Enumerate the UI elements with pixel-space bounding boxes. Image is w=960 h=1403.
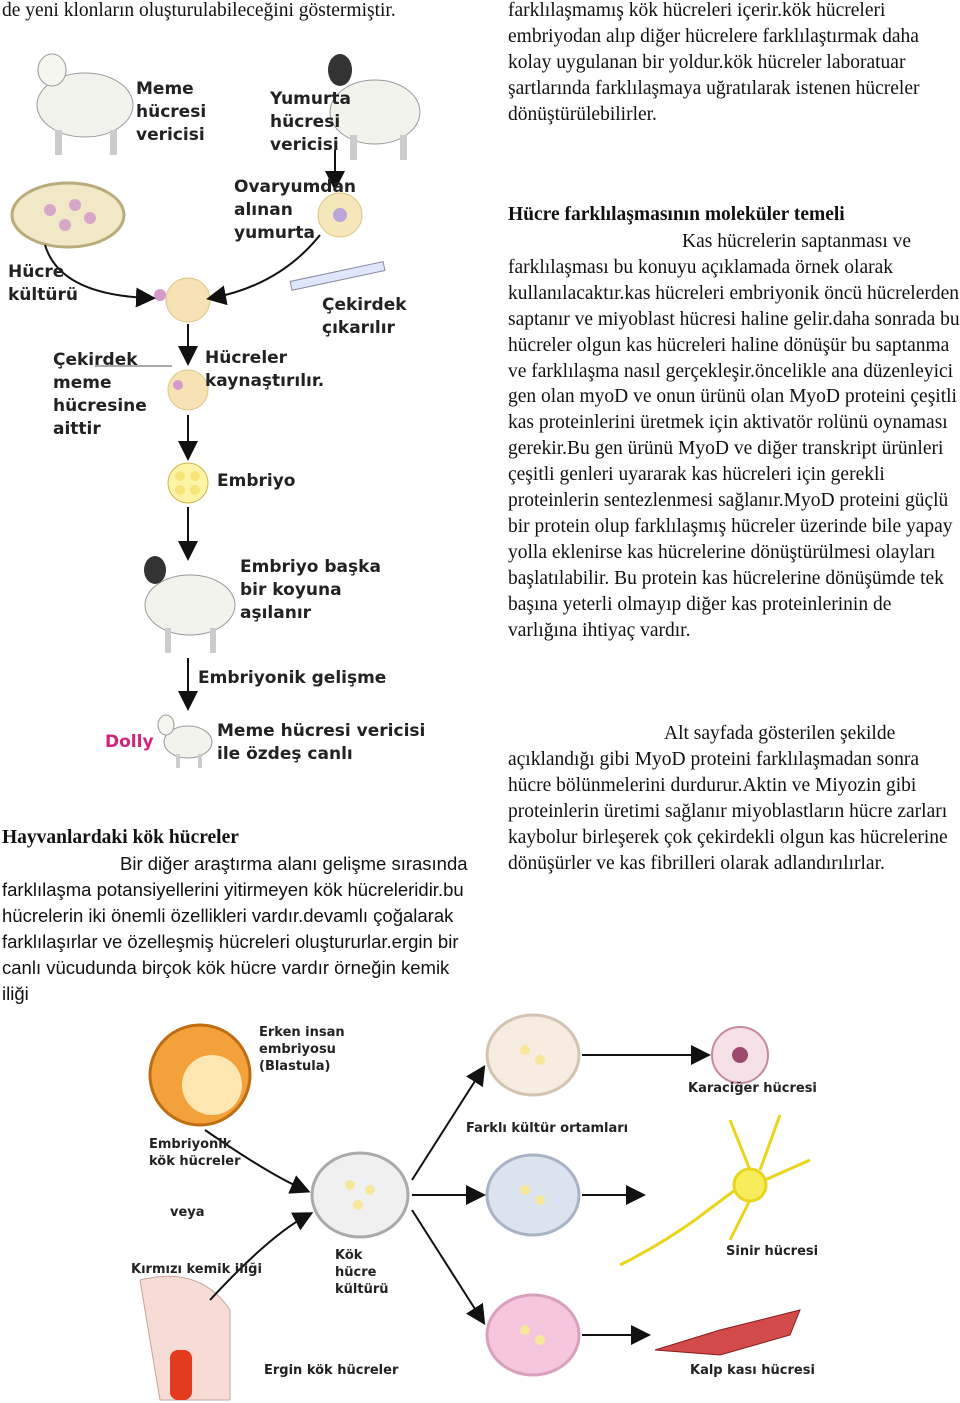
cells-fused-label: Hücreler kaynaştırılır.	[205, 348, 325, 391]
identical-label: Meme hücresi vericisi ile özdeş canlı	[217, 721, 426, 764]
embryo-label: Embriyo	[217, 471, 296, 491]
early-embryo-label: Erken insan embriyosu (Blastula)	[259, 1025, 345, 1074]
molecular-basis-paragraph: Kas hücrelerin saptanması ve farklılaşma…	[508, 231, 960, 641]
red-marrow-label: Kırmızı kemik iliği	[131, 1262, 262, 1277]
stem-cells-paragraph: Bir diğer araştırma alanı gelişme sırası…	[2, 853, 468, 1004]
myod-paragraph: Alt sayfada gösterilen şekilde açıklandı…	[508, 723, 948, 874]
embryo-icon	[167, 462, 209, 504]
stem-cell-figure	[139, 1013, 811, 1401]
media-dish-middle-icon	[485, 1153, 581, 1237]
culture-dish-icon	[310, 1151, 410, 1239]
surrogate-sheep-icon	[144, 556, 236, 653]
enucleated-egg-icon	[165, 277, 211, 323]
cell-culture-dish-icon	[10, 181, 126, 249]
nucleus-removed-label: Çekirdek çıkarılır	[322, 295, 407, 338]
liver-label: Karaciğer hücresi	[688, 1081, 817, 1096]
dolly-label: Dolly	[105, 732, 154, 752]
embryonic-development-label: Embriyonik gelişme	[198, 668, 387, 688]
left-top-line: de yeni klonların oluşturulabileceğini g…	[2, 0, 396, 21]
molecular-basis-heading: Hücre farklılaşmasının moleküler temeli	[508, 204, 845, 225]
pipette-icon	[289, 261, 386, 291]
or-label: veya	[170, 1205, 205, 1220]
adult-stem-label: Ergin kök hücreler	[264, 1363, 399, 1378]
stem-cells-heading: Hayvanlardaki kök hücreler	[2, 827, 239, 848]
media-dish-top-icon	[485, 1013, 581, 1097]
meme-donor-label: Meme hücresi vericisi	[136, 79, 207, 145]
embryonic-stem-label: Embriyonik kök hücreler	[149, 1137, 241, 1169]
cell-culture-label: Hücre kültürü	[8, 262, 78, 305]
embryo-transfer-label: Embriyo başka bir koyuna aşılanır	[240, 557, 381, 623]
media-label: Farklı kültür ortamları	[466, 1121, 629, 1136]
right-top-paragraph: farklılaşmamış kök hücreleri içerir.kök …	[508, 0, 920, 125]
dolly-lamb-icon	[157, 714, 213, 768]
culture-label: Kök hücre kültürü	[335, 1248, 389, 1297]
nucleus-belongs-label: Çekirdek meme hücresine aittir	[53, 350, 147, 439]
egg-donor-sheep-icon	[328, 54, 421, 160]
cloning-figure	[10, 53, 421, 768]
media-dish-bottom-icon	[485, 1293, 581, 1377]
heart-label: Kalp kası hücresi	[690, 1363, 815, 1378]
fused-cell-icon	[167, 369, 209, 411]
bone-icon	[139, 1275, 231, 1401]
egg-donor-label: Yumurta hücresi vericisi	[270, 89, 351, 155]
meme-donor-sheep-icon	[36, 53, 134, 155]
heart-muscle-icon	[654, 1309, 801, 1356]
ovary-egg-label: Ovaryumdan alınan yumurta	[234, 177, 357, 243]
nerve-label: Sinir hücresi	[726, 1244, 819, 1259]
nerve-cell-icon	[619, 1114, 811, 1267]
